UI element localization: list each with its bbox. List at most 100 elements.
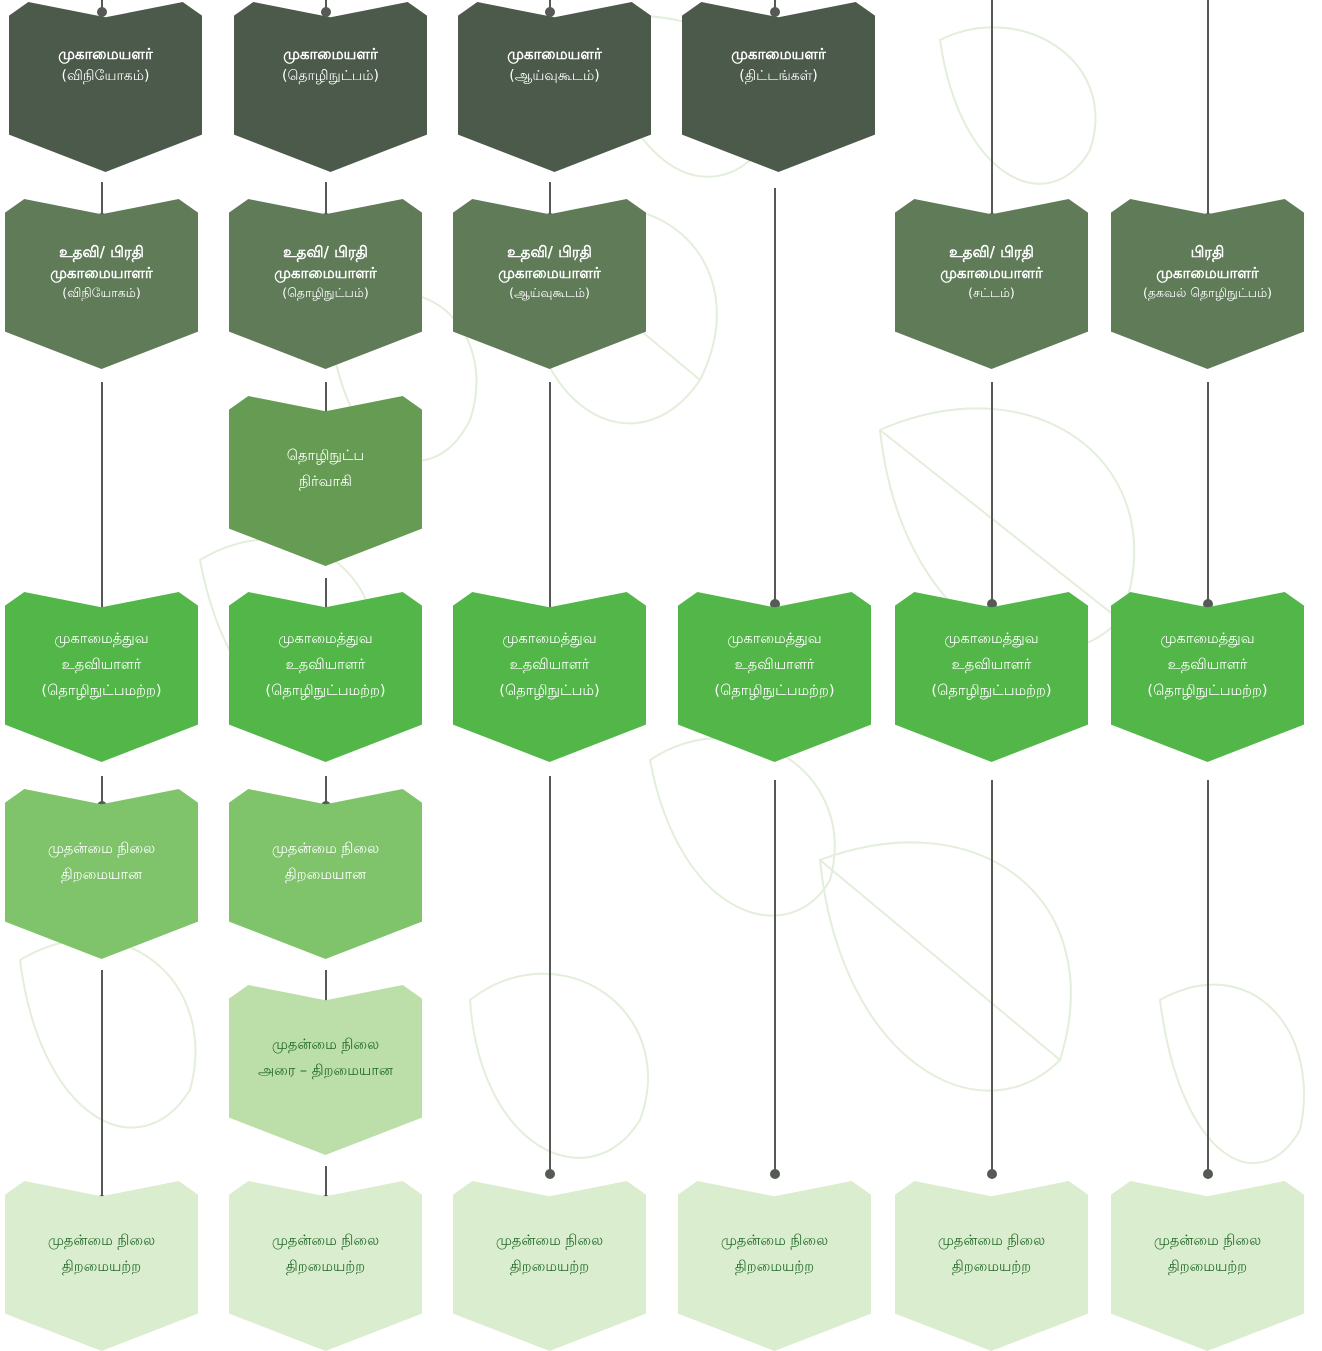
node-title: முகாமையாளர்	[1156, 264, 1259, 282]
node-text: முகாமைத்துவ	[502, 631, 597, 647]
management-assistant-box: முகாமைத்துவ உதவியாளர் (தொழிநுட்பமற்ற)	[678, 592, 871, 762]
node-text: முதன்மை நிலை	[271, 841, 380, 857]
node-text: அரை – திறமையான	[257, 1063, 393, 1079]
node-text: முதன்மை நிலை	[47, 1233, 156, 1249]
node-title: முகாமையாளர்	[940, 264, 1043, 282]
node-text: (தொழிநுட்பமற்ற)	[714, 683, 835, 699]
manager-box-technical: முகாமையளர் (தொழிநுட்பம்)	[234, 2, 427, 172]
node-text: (தொழிநுட்பமற்ற)	[1147, 683, 1268, 699]
node-text: முதன்மை நிலை	[47, 841, 156, 857]
connector-line	[1207, 382, 1209, 604]
node-text: முதன்மை நிலை	[1153, 1233, 1262, 1249]
node-title: உதவி/ பிரதி	[283, 243, 368, 261]
primary-unskilled-box: முதன்மை நிலை திறமையற்ற	[895, 1181, 1088, 1351]
node-text: திறமையான	[60, 867, 143, 883]
node-text: உதவியாளர்	[734, 657, 815, 673]
deputy-manager-box-laboratory: உதவி/ பிரதி முகாமையாளர் (ஆய்வுகூடம்)	[453, 199, 646, 369]
connector-line	[774, 0, 776, 12]
node-subtitle: (திட்டங்கள்)	[739, 67, 818, 84]
connector-line	[101, 0, 103, 12]
connector-dot	[545, 7, 555, 17]
management-assistant-box: முகாமைத்துவ உதவியாளர் (தொழிநுட்பமற்ற)	[895, 592, 1088, 762]
node-text: உதவியாளர்	[61, 657, 142, 673]
node-text: உதவியாளர்	[285, 657, 366, 673]
node-title: முகாமையளர்	[731, 44, 826, 63]
connector-dot	[1203, 599, 1213, 609]
node-text: முகாமைத்துவ	[54, 631, 149, 647]
node-subtitle: (சட்டம்)	[968, 285, 1015, 300]
node-subtitle: (விநியோகம்)	[61, 67, 150, 84]
connector-line	[549, 182, 551, 218]
primary-unskilled-box: முதன்மை நிலை திறமையற்ற	[1111, 1181, 1304, 1351]
primary-unskilled-box: முதன்மை நிலை திறமையற்ற	[5, 1181, 198, 1351]
node-text: திறமையற்ற	[734, 1259, 815, 1275]
node-text: தொழிநுட்ப	[286, 448, 365, 464]
node-text: முகாமைத்துவ	[944, 631, 1039, 647]
deputy-manager-box-distribution: உதவி/ பிரதி முகாமையாளர் (விநியோகம்)	[5, 199, 198, 369]
connector-dot	[545, 1169, 555, 1179]
node-title: உதவி/ பிரதி	[59, 243, 144, 261]
connector-dot	[1203, 1169, 1213, 1179]
primary-unskilled-box: முதன்மை நிலை திறமையற்ற	[453, 1181, 646, 1351]
connector-line	[325, 1166, 327, 1200]
node-text: திறமையான	[284, 867, 367, 883]
node-text: முதன்மை நிலை	[271, 1037, 380, 1053]
connector-dot	[987, 599, 997, 609]
node-subtitle: (விநியோகம்)	[62, 285, 141, 300]
node-subtitle: (தொழிநுட்பம்)	[282, 285, 369, 300]
node-title: முகாமையாளர்	[498, 264, 601, 282]
node-text: முதன்மை நிலை	[495, 1233, 604, 1249]
node-text: உதவியாளர்	[951, 657, 1032, 673]
deputy-manager-box-technical: உதவி/ பிரதி முகாமையாளர் (தொழிநுட்பம்)	[229, 199, 422, 369]
connector-line	[101, 776, 103, 806]
manager-box-projects: முகாமையளர் (திட்டங்கள்)	[682, 2, 875, 172]
node-subtitle: (தகவல் தொழிநுட்பம்)	[1142, 285, 1273, 300]
deputy-manager-box-legal: உதவி/ பிரதி முகாமையாளர் (சட்டம்)	[895, 199, 1088, 369]
node-text: முகாமைத்துவ	[1160, 631, 1255, 647]
connector-line	[325, 0, 327, 12]
management-assistant-box: முகாமைத்துவ உதவியாளர் (தொழிநுட்பமற்ற)	[229, 592, 422, 762]
node-subtitle: (ஆய்வுகூடம்)	[509, 67, 600, 84]
connector-line	[325, 182, 327, 218]
connector-dot	[987, 1169, 997, 1179]
primary-semi-skilled-box: முதன்மை நிலை அரை – திறமையான	[229, 985, 422, 1155]
connector-dot	[97, 7, 107, 17]
connector-line	[101, 970, 103, 1200]
node-text: முதன்மை நிலை	[271, 1233, 380, 1249]
management-assistant-box: முகாமைத்துவ உதவியாளர் (தொழிநுட்பம்)	[453, 592, 646, 762]
connector-line	[991, 0, 993, 218]
connector-line	[325, 970, 327, 1006]
node-text: திறமையற்ற	[509, 1259, 590, 1275]
connector-line	[325, 776, 327, 806]
node-text: உதவியாளர்	[509, 657, 590, 673]
connector-line	[991, 382, 993, 604]
connector-line	[549, 382, 551, 616]
technical-executive-box: தொழிநுட்ப நிர்வாகி	[229, 396, 422, 566]
connector-line	[1207, 780, 1209, 1174]
node-text: நிர்வாகி	[299, 474, 352, 490]
node-text: திறமையற்ற	[951, 1259, 1032, 1275]
node-text: உதவியாளர்	[1167, 657, 1248, 673]
node-text: திறமையற்ற	[1167, 1259, 1248, 1275]
node-title: முகாமையளர்	[283, 44, 378, 63]
primary-unskilled-box: முதன்மை நிலை திறமையற்ற	[229, 1181, 422, 1351]
node-title: முகாமையளர்	[58, 44, 153, 63]
node-text: முகாமைத்துவ	[727, 631, 822, 647]
connector-line	[549, 0, 551, 12]
node-text: திறமையற்ற	[285, 1259, 366, 1275]
node-title: உதவி/ பிரதி	[507, 243, 592, 261]
node-text: (தொழிநுட்பம்)	[499, 683, 600, 699]
node-title: உதவி/ பிரதி	[949, 243, 1034, 261]
primary-skilled-box: முதன்மை நிலை திறமையான	[229, 789, 422, 959]
connector-line	[325, 382, 327, 418]
management-assistant-box: முகாமைத்துவ உதவியாளர் (தொழிநுட்பமற்ற)	[5, 592, 198, 762]
connector-dot	[321, 7, 331, 17]
node-text: (தொழிநுட்பமற்ற)	[931, 683, 1052, 699]
node-text: திறமையற்ற	[61, 1259, 142, 1275]
connector-line	[101, 382, 103, 616]
connector-line	[549, 776, 551, 1174]
primary-skilled-box: முதன்மை நிலை திறமையான	[5, 789, 198, 959]
connector-dot	[770, 599, 780, 609]
manager-box-laboratory: முகாமையளர் (ஆய்வுகூடம்)	[458, 2, 651, 172]
